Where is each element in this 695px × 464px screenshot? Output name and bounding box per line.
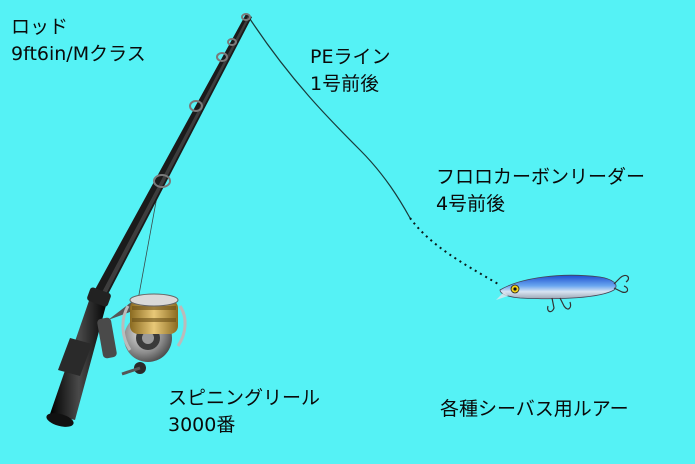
leader-label-spec: 4号前後 (436, 193, 506, 215)
reel-label-name: スピニングリール (168, 387, 321, 409)
lure-label: 各種シーバス用ルアー (440, 396, 629, 423)
leader-label: フロロカーボンリーダー 4号前後 (436, 164, 645, 218)
leader-line (409, 217, 501, 286)
pe-line-label-name: PEライン (310, 46, 391, 68)
lure-label-name: 各種シーバス用ルアー (440, 398, 629, 420)
pe-line (247, 15, 411, 219)
spinning-reel (97, 293, 187, 376)
reel-label: スピニングリール 3000番 (168, 385, 320, 439)
rod-line (137, 15, 249, 321)
rod-guides (153, 13, 251, 188)
pe-line-label: PEライン 1号前後 (310, 44, 390, 98)
reel-label-spec: 3000番 (168, 414, 236, 436)
lure (496, 274, 630, 313)
leader-label-name: フロロカーボンリーダー (436, 166, 646, 188)
rod-label-name: ロッド (11, 16, 69, 38)
rod (46, 14, 252, 427)
rod-label-spec: 9ft6in/Mクラス (11, 43, 146, 65)
pe-line-label-spec: 1号前後 (310, 73, 380, 95)
rod-label: ロッド 9ft6in/Mクラス (11, 14, 146, 68)
